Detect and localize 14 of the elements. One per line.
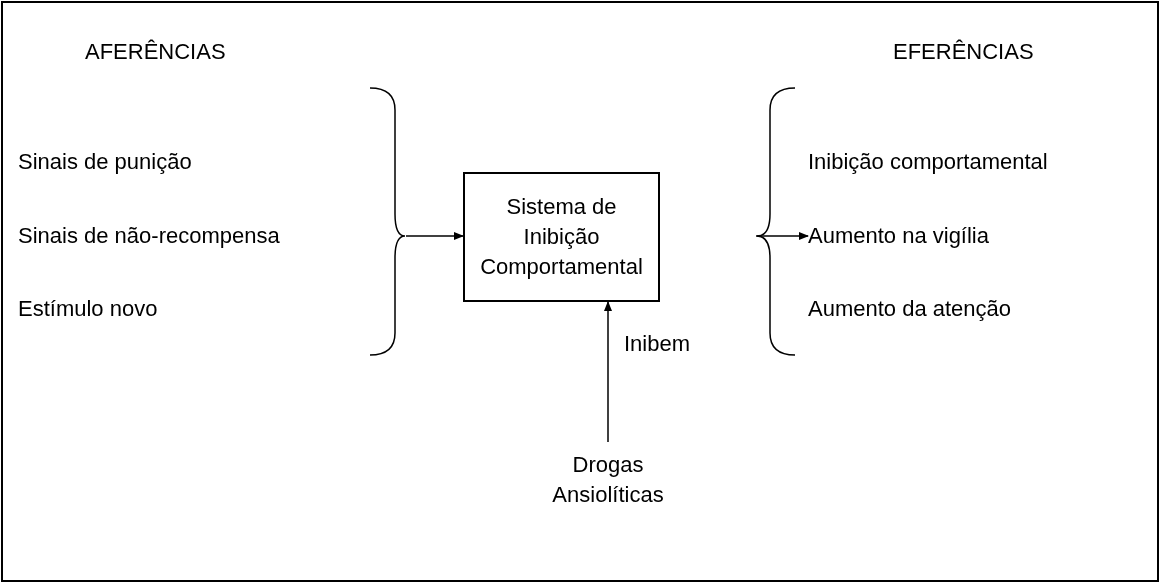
arrow: [405, 232, 464, 240]
node-text: Aumento da atenção: [808, 295, 1058, 323]
curly-brace: [369, 87, 406, 357]
column-heading: AFERÊNCIAS: [85, 38, 226, 66]
node-text: Estímulo novo: [18, 295, 218, 323]
node-text: Inibição comportamental: [808, 148, 1154, 176]
arrow: [755, 232, 809, 240]
node-text: Sinais de não-recompensa: [18, 222, 308, 250]
column-heading: EFERÊNCIAS: [893, 38, 1034, 66]
process-box: Sistema de Inibição Comportamental: [463, 172, 660, 302]
arrow: [604, 301, 612, 443]
node-text: Aumento na vigília: [808, 222, 1058, 250]
node-text: Sinais de punição: [18, 148, 268, 176]
node-text: Drogas Ansiolíticas: [528, 450, 688, 510]
